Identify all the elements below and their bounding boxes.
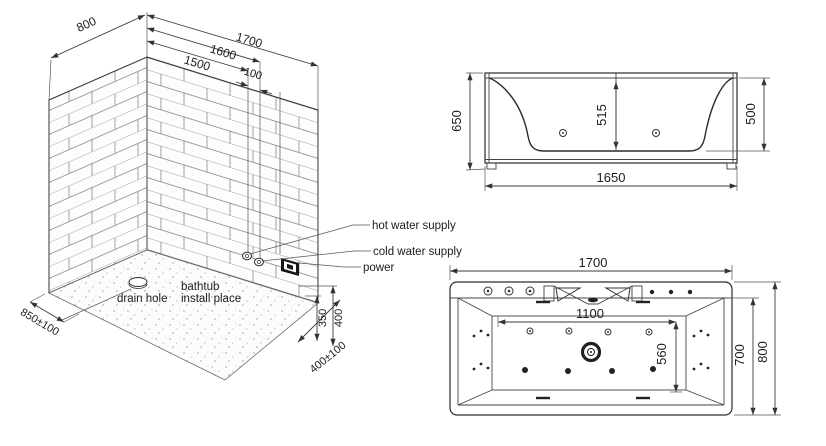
left-foot xyxy=(486,162,497,170)
label-cold-water-supply: cold water supply xyxy=(373,246,462,258)
dim-plan-1700-label: 1700 xyxy=(579,255,608,270)
dim-400-100-label: 400±100 xyxy=(308,340,349,376)
dim-500-label: 500 xyxy=(743,103,758,125)
headrest-spout xyxy=(543,285,643,305)
dim-1100-label: 1100 xyxy=(576,306,604,321)
label-drain-hole: drain hole xyxy=(117,293,168,305)
basin-floor-outline xyxy=(491,315,687,391)
top-plan-view: 1700 1100 560 700 800 xyxy=(449,255,781,416)
side-jet-clusters xyxy=(472,329,710,371)
label-power: power xyxy=(363,262,394,274)
front-elevation-view: 650 515 500 1650 xyxy=(449,72,770,191)
power-socket-icon xyxy=(281,258,299,276)
installation-isometric-view: 800 1700 1600 1500 100 xyxy=(18,12,462,381)
tub-plan-outline xyxy=(449,281,733,416)
dim-100-label: 100 xyxy=(242,66,263,83)
floor-jets xyxy=(522,327,656,374)
dim-1600-label: 1600 xyxy=(208,42,238,63)
label-install-place-2: install place xyxy=(181,293,241,305)
dim-1650-label: 1650 xyxy=(597,170,626,185)
front-dims: 650 515 500 1650 xyxy=(449,72,770,191)
drain-hole xyxy=(61,277,148,321)
label-hot-water-supply: hot water supply xyxy=(372,220,456,232)
front-jets xyxy=(559,129,660,137)
dim-560-label: 560 xyxy=(654,343,669,365)
dim-850-label: 850±100 xyxy=(18,306,61,338)
dim-350-label: 350 xyxy=(317,309,329,327)
right-foot xyxy=(726,162,737,170)
dim-400-label: 400 xyxy=(333,309,345,327)
handle-marks xyxy=(536,300,650,400)
dim-800-label: 800 xyxy=(74,14,98,35)
dim-515-label: 515 xyxy=(594,104,609,126)
plan-drain xyxy=(580,341,602,363)
hot-water-valve xyxy=(242,251,252,261)
plan-dims: 1700 1100 560 700 800 xyxy=(449,255,781,416)
floor xyxy=(48,249,319,381)
cold-water-valve xyxy=(254,257,264,267)
tub-basin-profile xyxy=(488,77,734,152)
dim-700-label: 700 xyxy=(732,344,747,366)
deck-controls xyxy=(483,286,693,296)
label-install-place-1: bathtub xyxy=(181,281,219,293)
tub-front-outline xyxy=(484,72,738,164)
dim-1700-label: 1700 xyxy=(234,30,264,51)
dim-650-label: 650 xyxy=(449,110,464,132)
fixture-labels: hot water supply cold water supply power xyxy=(249,220,462,274)
dim-800-plan-label: 800 xyxy=(755,341,770,363)
